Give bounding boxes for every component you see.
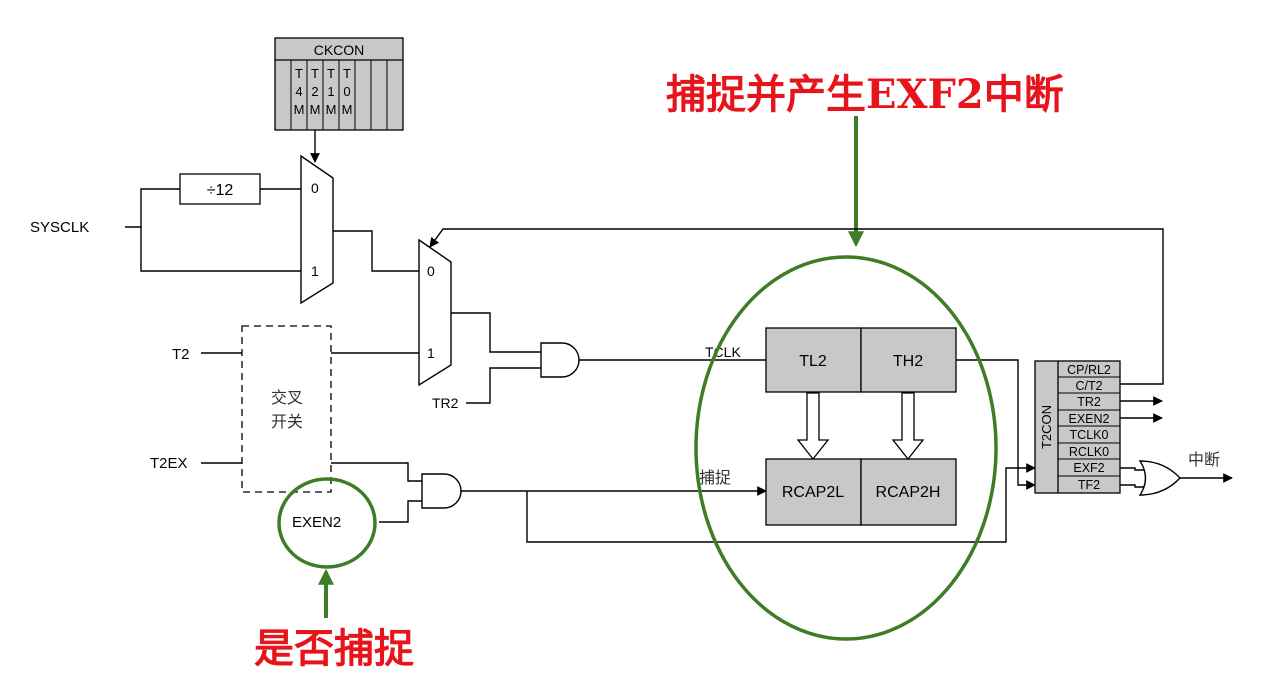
exf2-to-or-wire bbox=[1120, 467, 1148, 471]
t2con-bit-exf2: EXF2 bbox=[1073, 461, 1104, 475]
exen2-highlight-ellipse bbox=[277, 477, 377, 569]
t2con-bit-ct2: C/T2 bbox=[1075, 379, 1102, 393]
exen2-label: EXEN2 bbox=[292, 514, 341, 531]
sysclk-direct-wire bbox=[140, 227, 301, 272]
exen2-wire bbox=[379, 500, 422, 523]
ckcon-t1m-t: T bbox=[327, 66, 335, 81]
th2-overflow-wire bbox=[956, 359, 1036, 490]
t2con-bit-tclk0: TCLK0 bbox=[1070, 428, 1109, 442]
run-and-gate bbox=[540, 342, 580, 378]
ckcon-t1m-n: 1 bbox=[327, 84, 334, 99]
tclk-label: TCLK bbox=[705, 344, 741, 360]
interrupt-or-gate bbox=[1138, 460, 1181, 496]
crossbar-label-2: 开关 bbox=[271, 413, 303, 431]
t2con-title: T2CON bbox=[1039, 405, 1054, 449]
t2con-bit-cprl2: CP/RL2 bbox=[1067, 363, 1111, 377]
capture-interrupt-annotation: 捕捉并产生EXF2中断 bbox=[666, 71, 1064, 118]
th2-register bbox=[860, 327, 957, 393]
t2con-bit-rclk0: RCLK0 bbox=[1069, 445, 1109, 459]
ckcon-t0m-m: M bbox=[342, 102, 353, 117]
divider-block bbox=[179, 173, 261, 205]
interrupt-label: 中断 bbox=[1188, 450, 1220, 469]
capture-label: 捕捉 bbox=[699, 468, 731, 487]
capture-highlight-ellipse bbox=[694, 255, 998, 641]
counter-select-mux bbox=[418, 238, 452, 387]
t2con-bit-tr2: TR2 bbox=[1077, 395, 1101, 409]
rcap2l-register bbox=[765, 458, 862, 526]
t2ex-label: T2EX bbox=[150, 455, 188, 472]
tl2-label: TL2 bbox=[799, 353, 827, 370]
mux1-to-mux2 bbox=[333, 230, 419, 272]
capture-and-gate bbox=[421, 473, 462, 509]
capture-enable-annotation: 是否捕捉 bbox=[254, 625, 414, 672]
tr2-wire bbox=[466, 367, 541, 404]
crossbar-label-1: 交叉 bbox=[271, 389, 303, 407]
crossbar-to-capture-gate bbox=[331, 462, 422, 482]
capture-to-exf2-wire bbox=[526, 463, 1036, 543]
ckcon-t1m-m: M bbox=[326, 102, 337, 117]
tl2-register bbox=[765, 327, 862, 393]
rcap2h-label: RCAP2H bbox=[876, 484, 941, 501]
ckcon-t0m-t: T bbox=[343, 66, 351, 81]
ckcon-t2m-t: T bbox=[311, 66, 319, 81]
sysclk-wire bbox=[125, 188, 180, 228]
ckcon-t2m-m: M bbox=[310, 102, 321, 117]
mux1-input0: 0 bbox=[311, 180, 319, 196]
mux2-input0: 0 bbox=[427, 263, 435, 279]
rcap2h-register bbox=[860, 458, 957, 526]
clock-select-mux bbox=[300, 154, 334, 305]
tr2-label: TR2 bbox=[432, 395, 459, 411]
mux2-to-run-gate bbox=[451, 312, 541, 353]
th2-label: TH2 bbox=[893, 353, 923, 370]
ct2-feedback-wire bbox=[429, 228, 1164, 385]
mux1-input1: 1 bbox=[311, 263, 319, 279]
t2con-register: T2CON CP/RL2 C/T2 TR2 EXEN2 TCLK0 RCLK0 … bbox=[1034, 360, 1121, 494]
rcap2l-label: RCAP2L bbox=[782, 484, 844, 501]
tl2-transfer-arrow bbox=[796, 392, 830, 461]
mux2-input1: 1 bbox=[427, 345, 435, 361]
ckcon-t4m-t: T bbox=[295, 66, 303, 81]
th2-transfer-arrow bbox=[891, 392, 925, 461]
t2con-bit-tf2: TF2 bbox=[1078, 478, 1100, 492]
t2-label: T2 bbox=[172, 346, 190, 363]
sysclk-label: SYSCLK bbox=[30, 219, 89, 236]
ckcon-t0m-n: 0 bbox=[343, 84, 350, 99]
ckcon-t4m-n: 4 bbox=[295, 84, 302, 99]
tf2-to-or-wire bbox=[1120, 484, 1148, 488]
ckcon-t4m-m: M bbox=[294, 102, 305, 117]
t2con-bit-exen2: EXEN2 bbox=[1069, 412, 1110, 426]
divider-label: ÷12 bbox=[207, 182, 234, 199]
ckcon-register: CKCON T 4 M T 2 M T 1 M T 0 M bbox=[274, 37, 404, 131]
crossbar-switch bbox=[241, 325, 332, 493]
ckcon-t2m-n: 2 bbox=[311, 84, 318, 99]
ckcon-title: CKCON bbox=[314, 42, 365, 58]
